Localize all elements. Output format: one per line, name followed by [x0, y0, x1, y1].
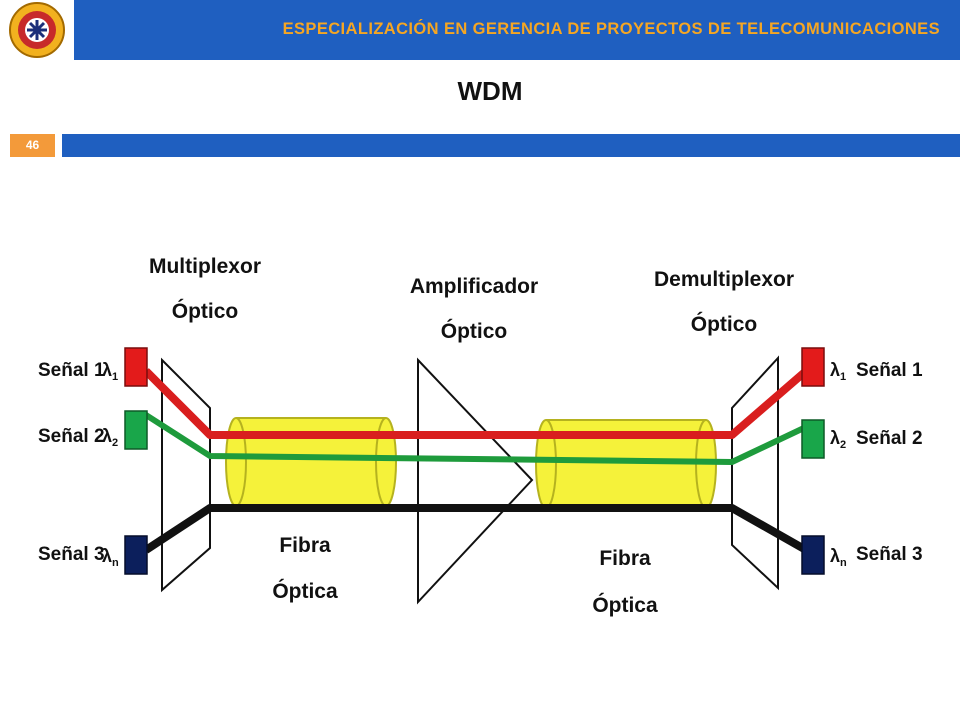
output-signal-3-label: Señal 3: [856, 544, 923, 565]
header-bar: ESPECIALIZACIÓN EN GERENCIA DE PROYECTOS…: [74, 0, 960, 60]
input-square-1: [124, 347, 148, 387]
output-square-1: [801, 347, 825, 387]
label-fibra-left-2: Óptica: [272, 579, 338, 603]
input-signal-1-lambda: λ1: [102, 360, 118, 383]
label-demultiplexor-1: Demultiplexor: [654, 268, 794, 291]
input-square-2: [124, 410, 148, 450]
output-signal-2-lambda: λ2: [830, 428, 846, 451]
label-amplificador-2: Óptico: [441, 319, 508, 343]
label-multiplexor-2: Óptico: [172, 299, 239, 323]
input-signal-3-label: Señal 3: [38, 544, 105, 565]
input-signal-1-label: Señal 1: [38, 360, 105, 381]
label-fibra-right-1: Fibra: [599, 547, 651, 570]
slide-title: WDM: [457, 76, 523, 106]
university-seal-icon: [9, 2, 65, 58]
output-signal-1-lambda: λ1: [830, 360, 846, 383]
green-signal-line: [144, 412, 808, 465]
input-signal-2-lambda: λ2: [102, 426, 118, 449]
input-signal-2-label: Señal 2: [38, 426, 105, 447]
label-demultiplexor-2: Óptico: [691, 312, 758, 336]
output-signal-2-label: Señal 2: [856, 428, 923, 449]
label-fibra-right-2: Óptica: [592, 593, 658, 617]
label-fibra-left-1: Fibra: [279, 534, 331, 557]
program-title: ESPECIALIZACIÓN EN GERENCIA DE PROYECTOS…: [282, 20, 940, 38]
output-signal-3-lambda: λn: [830, 546, 847, 569]
output-square-2: [801, 419, 825, 459]
demultiplexor-shape: [731, 355, 779, 591]
multiplexor-shape: [161, 357, 211, 593]
number-bar: [62, 134, 960, 157]
output-signal-1-label: Señal 1: [856, 360, 923, 381]
amplifier-triangle: [417, 357, 534, 605]
wdm-diagram: Multiplexor Óptico Amplificador Óptico D…: [38, 255, 923, 617]
label-multiplexor-1: Multiplexor: [149, 255, 261, 278]
red-signal-line: [143, 367, 809, 439]
output-square-3: [801, 535, 825, 575]
slide-number: 46: [10, 134, 55, 157]
input-signal-3-lambda: λn: [102, 546, 119, 569]
label-amplificador-1: Amplificador: [410, 275, 538, 298]
black-signal-line: [143, 504, 808, 554]
input-square-3: [124, 535, 148, 575]
